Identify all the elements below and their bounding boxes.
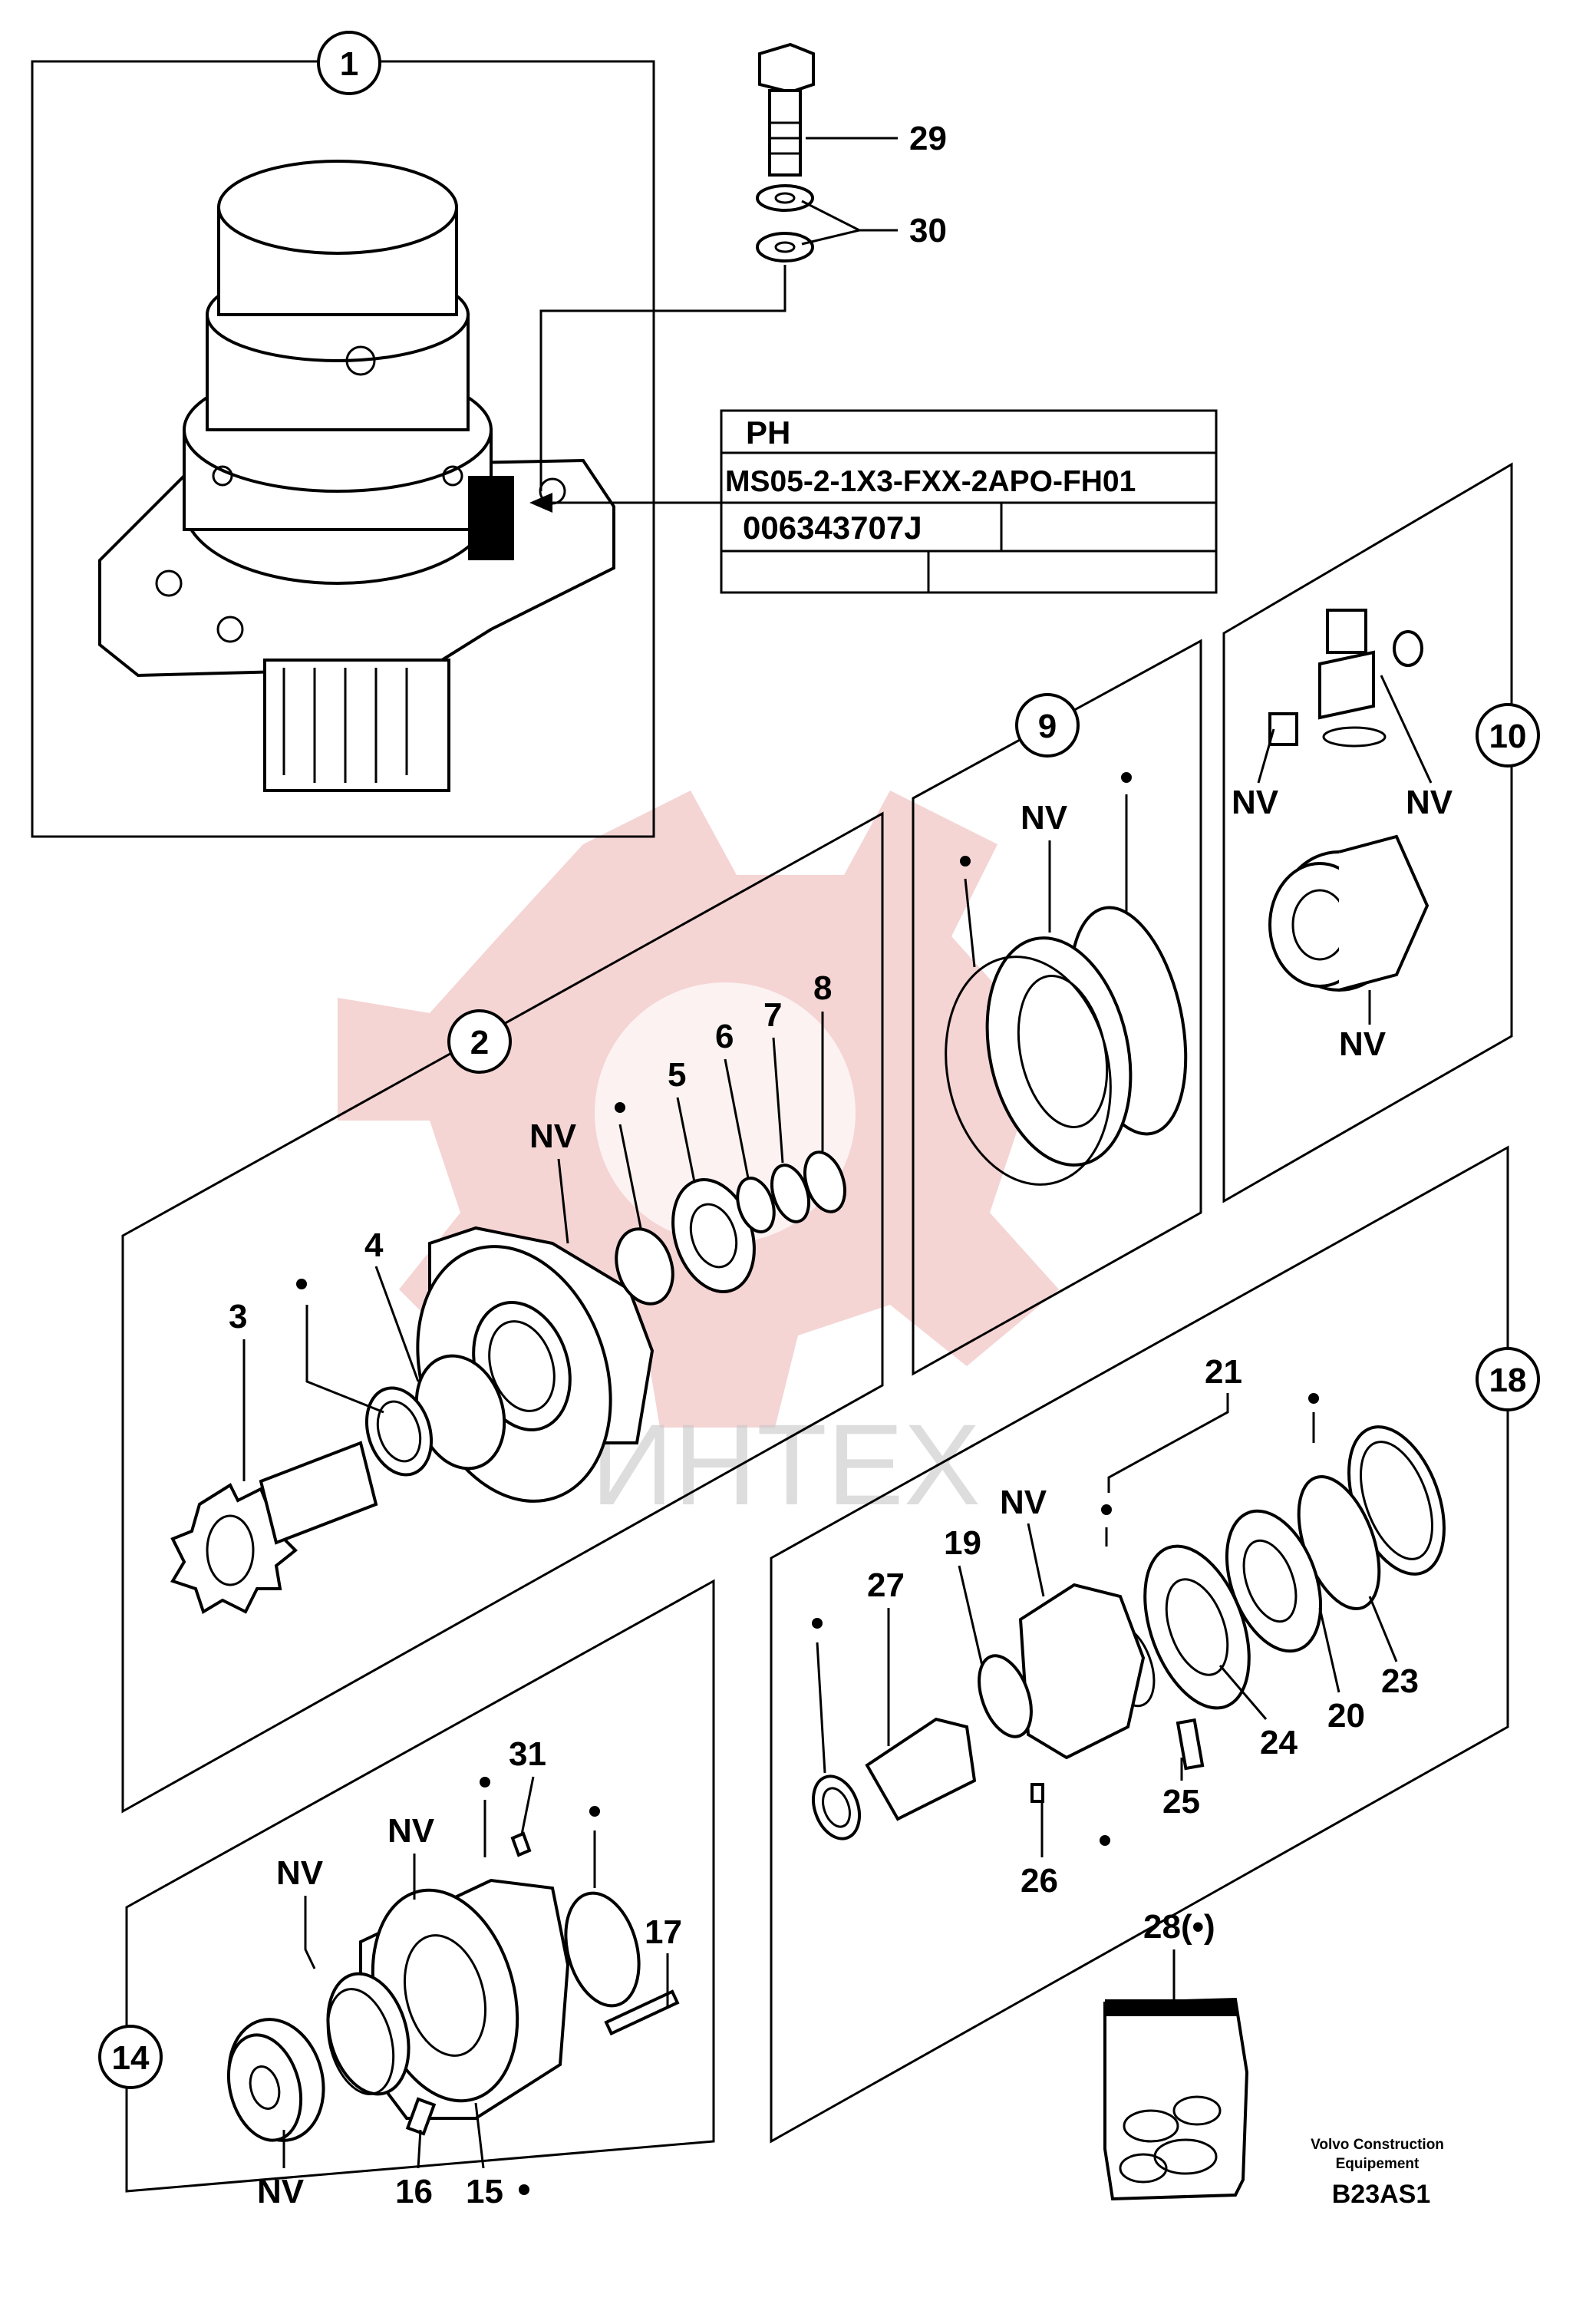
group-18-number: 18 xyxy=(1489,1362,1527,1399)
group-2-number: 2 xyxy=(470,1024,489,1061)
group-14-number: 14 xyxy=(112,2039,150,2077)
group-9-circle xyxy=(1015,693,1080,758)
ring-part-6 xyxy=(736,1177,776,1233)
label-nv-group-10-right: NV xyxy=(1406,784,1453,821)
label-nv-group-14-left: NV xyxy=(276,1854,324,1892)
ring-nv xyxy=(615,1227,674,1306)
group-9-number: 9 xyxy=(1038,708,1057,745)
label-part-20: 20 xyxy=(1327,1697,1365,1735)
label-part-21: 21 xyxy=(1205,1353,1242,1391)
label-part-7: 7 xyxy=(763,996,782,1034)
gear-group-10 xyxy=(1268,609,1429,992)
label-part-30: 30 xyxy=(909,212,947,249)
group-1-number: 1 xyxy=(340,45,358,83)
label-nv-group-18: NV xyxy=(1000,1484,1047,1521)
group-14-frame xyxy=(125,1579,715,2193)
label-part-4: 4 xyxy=(364,1226,384,1264)
label-part-29: 29 xyxy=(909,120,947,157)
watermark-text: ИНТЕХ xyxy=(591,1400,981,1529)
washer-lower xyxy=(756,232,814,262)
footer-maker-line-1: Volvo Construction xyxy=(1311,2137,1444,2153)
swing-motor-assembly xyxy=(98,160,615,792)
carrier-group-18 xyxy=(812,1425,1446,1840)
group-1-frame xyxy=(31,60,655,838)
label-part-17: 17 xyxy=(645,1913,682,1951)
group-14-circle xyxy=(98,2025,163,2089)
group-1-circle xyxy=(317,31,381,95)
brake-housing-group-14 xyxy=(226,1831,680,2142)
group-9-frame xyxy=(912,639,1202,1376)
washer-upper xyxy=(756,184,814,212)
label-part-25: 25 xyxy=(1162,1783,1200,1821)
label-nv-group-10-bottom: NV xyxy=(1339,1025,1387,1063)
label-part-6: 6 xyxy=(715,1018,734,1055)
seal-ring xyxy=(364,1386,434,1477)
group-10-frame xyxy=(1222,462,1513,1203)
group-18-circle xyxy=(1476,1347,1540,1411)
label-part-15: 15 xyxy=(466,2173,503,2210)
label-part-3: 3 xyxy=(229,1298,247,1335)
label-part-8: 8 xyxy=(813,969,832,1007)
label-part-16: 16 xyxy=(395,2173,433,2210)
nameplate-row-3: 006343707J xyxy=(743,510,922,546)
seal-kit-bag-part-28 xyxy=(1103,1997,1249,2201)
label-nv-group-2: NV xyxy=(529,1117,577,1155)
label-part-27: 27 xyxy=(867,1566,905,1604)
label-nv-group-14-bottom: NV xyxy=(257,2173,305,2210)
bolt-part-29 xyxy=(758,42,815,177)
nameplate-table xyxy=(720,409,1218,594)
group-10-circle xyxy=(1476,703,1540,768)
label-nv-group-14-top: NV xyxy=(387,1812,435,1850)
group-18-frame xyxy=(770,1145,1509,2144)
planetary-carrier-group-9 xyxy=(945,906,1188,1186)
ring-part-8 xyxy=(803,1150,846,1213)
label-part-23: 23 xyxy=(1381,1662,1419,1700)
label-part-5: 5 xyxy=(668,1056,686,1094)
footer-maker-line-2: Equipement xyxy=(1336,2156,1420,2172)
group-10-number: 10 xyxy=(1489,718,1527,755)
footer-code: B23AS1 xyxy=(1332,2180,1431,2209)
label-part-24: 24 xyxy=(1260,1724,1298,1761)
label-part-26: 26 xyxy=(1021,1862,1058,1900)
label-nv-group-10-left: NV xyxy=(1232,784,1279,821)
label-part-19: 19 xyxy=(944,1524,981,1562)
pinion-shaft-part-3 xyxy=(170,1441,378,1614)
label-nv-group-9: NV xyxy=(1021,799,1068,837)
label-part-31: 31 xyxy=(509,1735,546,1773)
nameplate-row-1: PH xyxy=(746,414,790,451)
label-part-28: 28(•) xyxy=(1143,1908,1215,1946)
nameplate-row-2: MS05-2-1X3-FXX-2APO-FH01 xyxy=(725,465,1136,498)
group-2-frame xyxy=(121,811,884,1814)
group-2-circle xyxy=(447,1009,512,1074)
